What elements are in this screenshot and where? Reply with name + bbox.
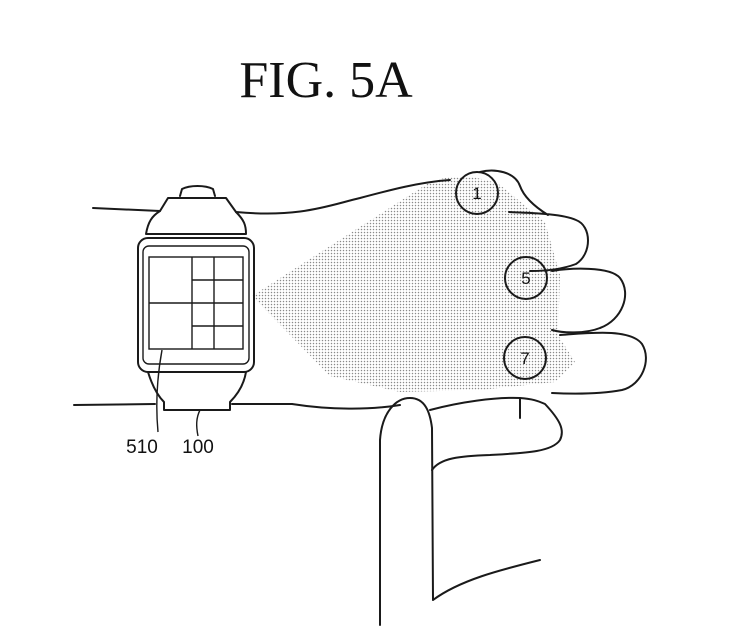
- key-1-label: 1: [472, 184, 481, 203]
- label-510: 510: [126, 437, 158, 458]
- smartwatch: [137, 185, 255, 411]
- key-7-label: 7: [520, 349, 529, 368]
- key-1[interactable]: 1: [455, 171, 499, 215]
- key-1-circle: [455, 171, 499, 215]
- projection-beam: [252, 176, 575, 392]
- hand-palm: [291, 396, 563, 471]
- watch-strap-bottom: [147, 371, 247, 411]
- watch-crown: [179, 185, 216, 197]
- key-5-label: 5: [521, 269, 530, 288]
- watch-case: [137, 237, 255, 373]
- key-7[interactable]: 7: [503, 336, 547, 380]
- key-5-circle: [504, 256, 548, 300]
- figure-title: FIG. 5A: [239, 52, 413, 109]
- pointing-finger: [379, 397, 541, 626]
- screen-grid: [148, 256, 244, 350]
- leader-line-510: [156, 349, 163, 433]
- hand-fingers: [479, 169, 647, 395]
- key-5[interactable]: 5: [504, 256, 548, 300]
- leader-line-100: [195, 409, 201, 437]
- key-7-circle: [503, 336, 547, 380]
- arm-outline: [92, 179, 451, 215]
- arm-outline-bottom: [73, 403, 293, 406]
- label-100: 100: [182, 437, 214, 458]
- watch-bezel: [142, 245, 250, 365]
- watch-strap-top: [145, 197, 247, 235]
